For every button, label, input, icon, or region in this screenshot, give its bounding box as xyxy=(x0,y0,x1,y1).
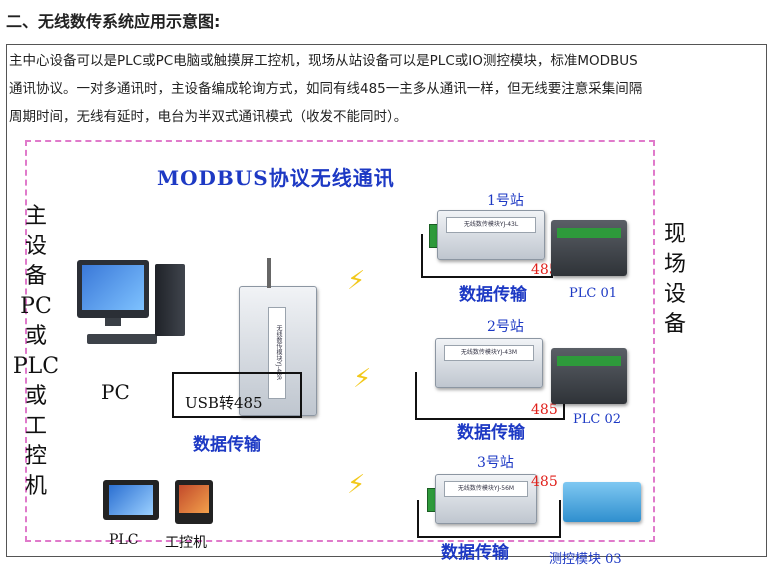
field-char: 设 xyxy=(657,280,693,310)
master-char: PC xyxy=(11,292,61,322)
hmi-panel-icon xyxy=(103,480,159,520)
io-module-icon xyxy=(563,482,641,522)
ipc-icon xyxy=(175,480,213,524)
station-2-transfer: 数据传输 xyxy=(457,418,525,443)
station-3-device: 测控模块 03 xyxy=(549,548,622,567)
field-device-label: 现 场 设 备 xyxy=(657,220,693,340)
station-2-device: PLC 02 xyxy=(573,412,621,427)
master-char: 设 xyxy=(11,232,61,262)
lightning-icon: ⚡ xyxy=(353,364,371,394)
station-1-name: 1号站 xyxy=(487,190,524,210)
plc-device-icon xyxy=(551,220,627,276)
pc-illustration xyxy=(77,260,187,360)
field-char: 备 xyxy=(657,310,693,340)
station-3-transfer: 数据传输 xyxy=(441,538,509,563)
station-3-wire xyxy=(417,500,561,538)
master-char: 控 xyxy=(11,442,61,472)
station-1-transfer: 数据传输 xyxy=(459,280,527,305)
intro-line: 主中心设备可以是PLC或PC电脑或触摸屏工控机，现场从站设备可以是PLC或IO测… xyxy=(9,47,765,75)
monitor-icon xyxy=(77,260,149,318)
station-1-device: PLC 01 xyxy=(569,286,617,301)
plc-small-label: PLC xyxy=(109,532,138,548)
lightning-icon: ⚡ xyxy=(347,266,365,296)
master-char: PLC xyxy=(11,352,61,382)
master-char: 机 xyxy=(11,472,61,502)
system-diagram: MODBUS协议无线通讯 主 设 备 PC 或 PLC 或 工 控 机 PC 无… xyxy=(17,140,757,550)
antenna-icon xyxy=(267,258,271,288)
master-char: 工 xyxy=(11,412,61,442)
usb-label: USB转485 xyxy=(185,392,263,413)
station-2-module-text: 无线数传模块YJ-43M xyxy=(444,345,534,361)
master-device-label: 主 设 备 PC 或 PLC 或 工 控 机 xyxy=(11,202,61,502)
master-transfer-label: 数据传输 xyxy=(193,430,261,455)
tower-icon xyxy=(155,264,185,336)
intro-text: 主中心设备可以是PLC或PC电脑或触摸屏工控机，现场从站设备可以是PLC或IO测… xyxy=(7,47,767,131)
station-3-module-text: 无线数传模块YJ-56M xyxy=(444,481,528,497)
plc-device-icon xyxy=(551,348,627,404)
keyboard-icon xyxy=(87,334,157,344)
station-2-port: 485 xyxy=(531,402,558,418)
field-char: 场 xyxy=(657,250,693,280)
master-char: 或 xyxy=(11,322,61,352)
pc-label: PC xyxy=(101,380,130,404)
station-2-name: 2号站 xyxy=(487,316,524,336)
intro-line: 周期时间，无线有延时，电台为半双式通讯模式（收发不能同时）。 xyxy=(9,103,765,131)
field-char: 现 xyxy=(657,220,693,250)
ipc-small-label: 工控机 xyxy=(165,532,207,552)
master-char: 备 xyxy=(11,262,61,292)
master-char: 或 xyxy=(11,382,61,412)
diagram-title: MODBUS协议无线通讯 xyxy=(157,162,395,191)
intro-line: 通讯协议。一对多通讯时，主设备编成轮询方式，如同有线485一主多从通讯一样，但无… xyxy=(9,75,765,103)
section-heading: 二、无线数传系统应用示意图: xyxy=(6,8,220,32)
station-3-port: 485 xyxy=(531,474,558,490)
lightning-icon: ⚡ xyxy=(347,470,365,500)
content-frame: 主中心设备可以是PLC或PC电脑或触摸屏工控机，现场从站设备可以是PLC或IO测… xyxy=(6,44,767,557)
station-3-name: 3号站 xyxy=(477,452,514,472)
station-1-module-text: 无线数传模块YJ-43L xyxy=(446,217,536,233)
master-char: 主 xyxy=(11,202,61,232)
